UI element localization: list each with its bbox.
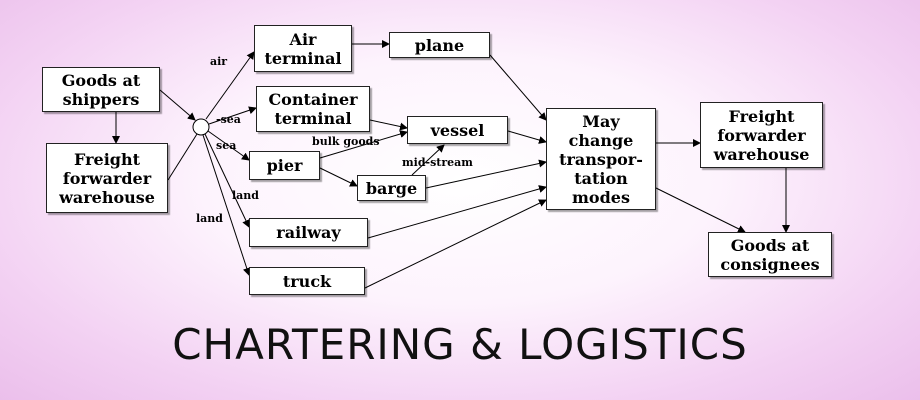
page-title: CHARTERING & LOGISTICS — [172, 320, 748, 369]
edge-barge-vessel — [411, 144, 445, 176]
node-freight-forwarder-warehouse-origin: Freight forwarder warehouse — [46, 143, 168, 213]
edge-barge-change — [425, 159, 547, 189]
node-vessel: vessel — [407, 116, 508, 144]
edge-railway-change — [367, 185, 547, 239]
edge-label-air: air — [210, 55, 228, 68]
node-goods-at-shippers: Goods at shippers — [42, 67, 160, 112]
edge-hub-truck — [202, 134, 251, 276]
node-railway: railway — [249, 218, 368, 247]
node-pier: pier — [249, 151, 320, 180]
edge-pier-barge — [319, 167, 358, 187]
edge-label-land-railway: land — [232, 189, 259, 202]
node-container-terminal: Container terminal — [256, 86, 370, 132]
node-goods-at-consignees: Goods at consignees — [708, 232, 832, 277]
node-air-terminal: Air terminal — [254, 25, 352, 72]
edge-label-mid-stream: mid-stream — [402, 156, 473, 169]
edge-container-vessel — [369, 119, 408, 131]
node-barge: barge — [357, 175, 426, 201]
edge-hub-container — [208, 106, 257, 125]
node-plane: plane — [389, 32, 490, 58]
edge-truck-change — [364, 199, 547, 289]
node-truck: truck — [249, 267, 365, 295]
edge-pier-vessel — [319, 130, 408, 159]
edge-change-consignees — [655, 187, 746, 233]
edge-shippers-hub — [159, 89, 196, 121]
node-freight-forwarder-warehouse-dest: Freight forwarder warehouse — [700, 102, 823, 168]
hub-node — [192, 118, 210, 136]
edge-hub-pier — [207, 130, 250, 161]
edge-label-land-truck: land — [196, 212, 223, 225]
edge-label-sea-container: -sea — [216, 113, 241, 126]
edge-vessel-change — [507, 130, 547, 144]
node-may-change-modes: May change transpor- tation modes — [546, 108, 656, 210]
edge-label-sea-pier: sea — [216, 139, 237, 152]
edge-label-bulk-goods: bulk goods — [312, 135, 380, 148]
edge-plane-change — [489, 54, 547, 121]
edge-warehouse-hub — [167, 133, 198, 181]
edge-hub-air — [205, 51, 255, 120]
edge-hub-railway — [204, 133, 250, 228]
